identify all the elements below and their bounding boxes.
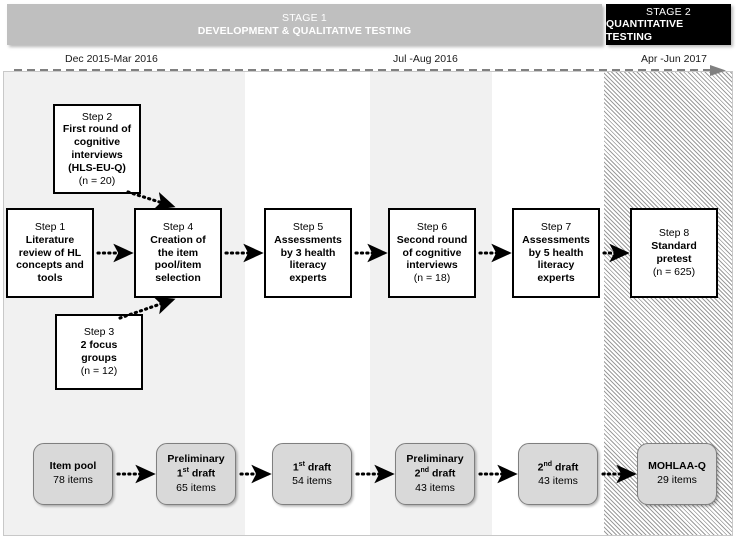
step-6-n: (n = 18) [413,272,451,285]
draft-2nd-box[interactable]: 2nd draft 43 items [518,443,598,505]
draft-preliminary-1st-prefix: Preliminary [167,452,225,465]
draft-preliminary-1st-label: 1st draft [176,467,216,480]
step-3-line-2: groups [81,352,117,364]
draft-1st-count: 54 items [292,474,332,487]
step-7-line-4: experts [537,272,575,285]
step-2-line-4: (HLS-EU-Q) [68,161,126,174]
draft-preliminary-2nd-count: 43 items [415,481,455,494]
step-8-title: Step 8 [658,227,690,240]
step-8-line-2: pretest [656,253,692,265]
step-3-title: Step 3 [83,326,115,339]
draft-item-pool-count: 78 items [53,474,93,486]
step-7-line-2: by 5 health [528,246,584,259]
step-3-box[interactable]: Step 3 2 focus groups (n = 12) [55,314,143,390]
step-6-line-1: Second round [396,233,468,246]
step-5-line-4: experts [289,272,327,285]
draft-preliminary-2nd-prefix: Preliminary [406,452,464,465]
draft-item-pool-label: Item pool [49,460,97,473]
draft-preliminary-2nd-box[interactable]: Preliminary 2nd draft 43 items [395,443,475,505]
step-2-title: Step 2 [81,110,113,123]
step-3-n: (n = 12) [80,364,118,377]
step-7-line-1: Assessments [522,233,590,246]
step-6-title: Step 6 [416,221,448,233]
step-1-line-3: concepts and [16,259,84,272]
step-1-box[interactable]: Step 1 Literature review of HL concepts … [6,208,94,298]
step-5-box[interactable]: Step 5 Assessments by 3 health literacy … [264,208,352,298]
timeline-arrow-icon [14,65,726,76]
timeline-label-1: Dec 2015-Mar 2016 [65,53,158,65]
step-4-box[interactable]: Step 4 Creation of the item pool/item se… [134,208,222,298]
draft-item-pool-box[interactable]: Item pool 78 items [33,443,113,505]
draft-1st-label: 1st draft [292,460,332,474]
timeline-label-3: Apr -Jun 2017 [641,53,707,65]
step-6-line-3: interviews [406,259,458,272]
step-1-title: Step 1 [34,221,66,233]
step-4-line-3: pool/item [154,259,202,272]
stage-2-subtitle: QUANTITATIVE TESTING [606,18,684,43]
step-5-title: Step 5 [292,221,324,233]
step-7-line-3: literacy [537,259,575,272]
draft-preliminary-1st-count: 65 items [176,481,216,494]
draft-mohlaa-q-box[interactable]: MOHLAA-Q 29 items [637,443,717,505]
step-1-line-2: review of HL [18,246,82,259]
step-2-n: (n = 20) [78,174,116,187]
step-8-line-1: Standard [651,240,697,253]
step-2-line-3: interviews [71,149,123,161]
stage-2-header: STAGE 2 QUANTITATIVE TESTING [606,4,731,45]
draft-2nd-label: 2nd draft [537,460,579,474]
draft-preliminary-1st-box[interactable]: Preliminary 1st draft 65 items [156,443,236,505]
stage-1-header: STAGE 1 DEVELOPMENT & QUALITATIVE TESTIN… [7,4,602,45]
draft-1st-box[interactable]: 1st draft 54 items [272,443,352,505]
step-5-line-3: literacy [289,259,327,272]
stage-1-subtitle: DEVELOPMENT & QUALITATIVE TESTING [197,24,412,37]
step-4-line-1: Creation of [150,233,206,246]
step-5-line-2: by 3 health [280,246,336,259]
step-7-title: Step 7 [540,221,572,233]
step-4-line-4: selection [155,272,201,285]
timeline-label-2: Jul -Aug 2016 [393,53,458,65]
step-1-line-4: tools [37,272,63,285]
step-3-line-1: 2 focus [80,339,118,352]
step-2-box[interactable]: Step 2 First round of cognitive intervie… [53,104,141,194]
draft-preliminary-2nd-label: 2nd draft [414,467,456,480]
step-6-line-2: of cognitive [402,246,462,259]
step-2-line-2: cognitive [73,136,121,149]
step-8-box[interactable]: Step 8 Standard pretest (n = 625) [630,208,718,298]
step-7-box[interactable]: Step 7 Assessments by 5 health literacy … [512,208,600,298]
stage-1-title: STAGE 1 [282,12,327,25]
step-8-n: (n = 625) [652,265,696,278]
draft-2nd-count: 43 items [538,474,578,487]
step-2-line-1: First round of [62,123,132,136]
stage-2-title: STAGE 2 [646,5,691,18]
step-6-box[interactable]: Step 6 Second round of cognitive intervi… [388,208,476,298]
draft-mohlaa-q-label: MOHLAA-Q [648,460,706,473]
step-4-line-2: the item [157,246,199,259]
step-5-line-1: Assessments [274,233,342,246]
draft-mohlaa-q-count: 29 items [657,474,697,486]
step-1-line-1: Literature [25,233,75,246]
step-4-title: Step 4 [162,221,194,233]
